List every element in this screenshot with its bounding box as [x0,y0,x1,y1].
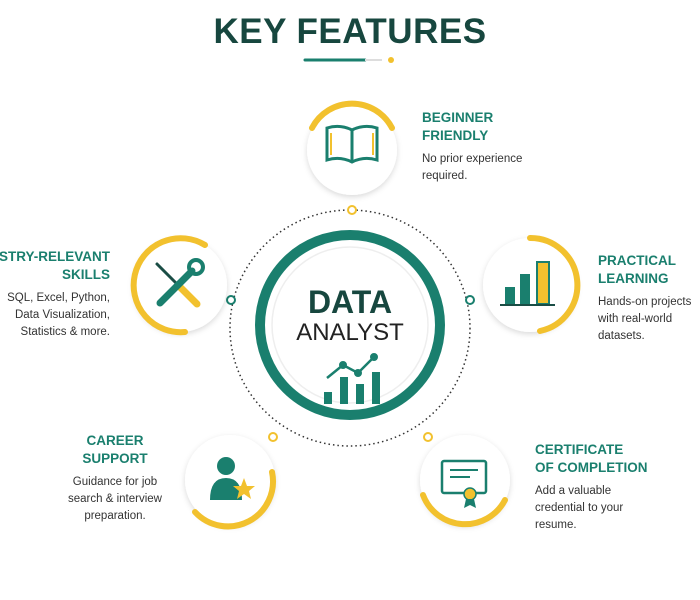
feature-title: OF COMPLETION [535,460,648,475]
desc-line: datasets. [598,330,645,342]
dotted-orbit [229,209,471,447]
feature-desc: Guidance for job search & interview prep… [50,474,180,525]
feature-title: CAREER [86,433,144,448]
desc-line: resume. [535,519,577,531]
desc-line: SQL, Excel, Python, [7,292,110,304]
feature-beginner-friendly: BEGINNER FRIENDLY No prior experience re… [422,109,582,185]
feature-certificate: CERTIFICATE OF COMPLETION Add a valuable… [535,441,695,534]
feature-practical-learning: PRACTICAL LEARNING Hands-on projects wit… [598,252,700,345]
feature-circle-practical [483,234,581,334]
feature-title: SKILLS [61,267,110,282]
chart-icon [324,353,380,404]
desc-line: Guidance for job [72,476,158,488]
bar-chart-icon [500,261,555,306]
desc-line: search & interview [68,493,162,505]
feature-circle-career [185,435,276,530]
feature-desc: Add a valuable credential to your resume… [535,483,695,534]
desc-line: No prior experience [422,153,523,165]
desc-line: with real-world [598,313,673,325]
center-label: DATA ANALYST [255,285,445,347]
feature-circle-skills [130,235,227,336]
feature-circle-beginner [307,100,397,195]
desc-line: preparation. [84,510,146,522]
feature-desc: No prior experience required. [422,151,582,185]
feature-career-support: CAREER SUPPORT Guidance for job search &… [50,432,180,525]
book-icon [325,124,379,164]
feature-industry-skills: STRY-RELEVANT SKILLS SQL, Excel, Python,… [0,248,110,341]
desc-line: Add a valuable [535,485,612,497]
center-circle [255,230,445,420]
desc-line: Statistics & more. [20,326,110,338]
feature-desc: SQL, Excel, Python, Data Visualization, … [0,290,110,341]
feature-title: LEARNING [598,271,669,286]
feature-title: PRACTICAL [598,253,676,268]
desc-line: required. [422,170,468,182]
feature-title: FRIENDLY [422,128,489,143]
certificate-icon [440,459,488,508]
center-title-line2: ANALYST [296,319,404,346]
feature-title: BEGINNER [422,110,494,125]
center-title-line1: DATA [307,284,393,320]
feature-desc: Hands-on projects with real-world datase… [598,294,700,345]
feature-title: STRY-RELEVANT [0,249,110,264]
user-star-icon [210,457,255,500]
feature-title: SUPPORT [82,451,148,466]
feature-title: CERTIFICATE [535,442,624,457]
desc-line: Hands-on projects [598,296,692,308]
tools-icon [155,258,205,308]
feature-circle-certificate [420,435,510,528]
desc-line: Data Visualization, [14,309,110,321]
desc-line: credential to your [535,502,624,514]
page-title: KEY FEATURES [213,12,487,51]
